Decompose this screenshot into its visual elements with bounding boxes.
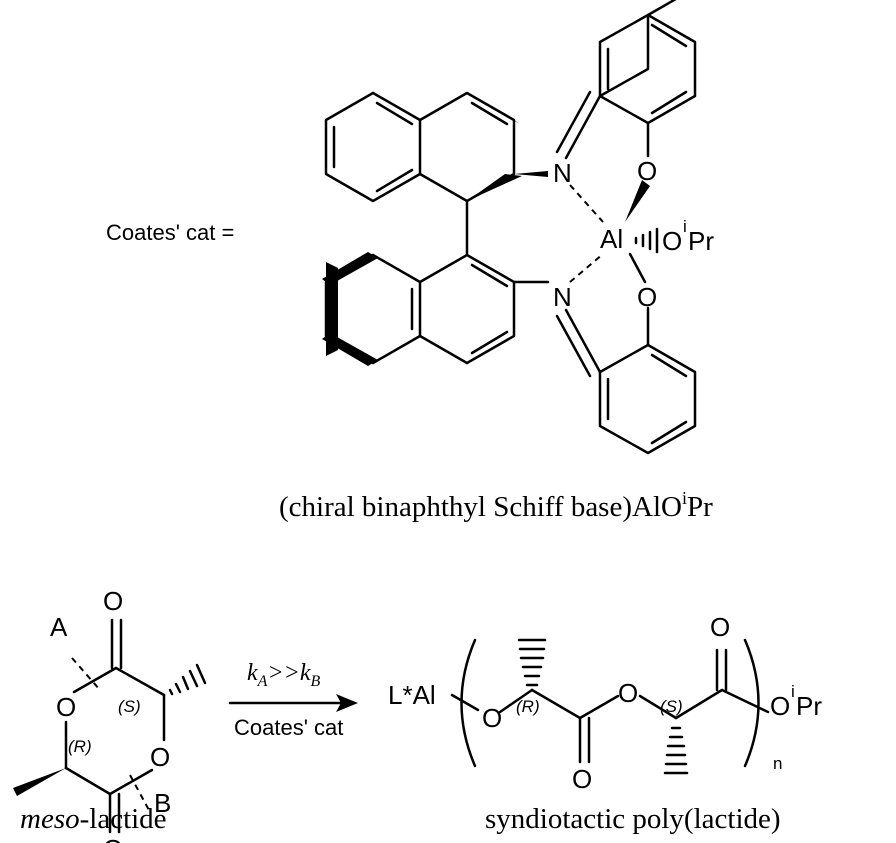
repeat-n: n <box>773 754 782 773</box>
polymer-end-o: O <box>770 691 790 721</box>
aluminium-atom: Al <box>600 224 623 254</box>
catalyst-label: Coates' cat = <box>106 220 234 245</box>
isopropoxide-sup: i <box>683 217 687 236</box>
lower-phenol <box>598 306 697 455</box>
al-oipr-hash <box>634 227 659 254</box>
polymer-s-label: (S) <box>660 697 683 716</box>
upper-phenol <box>598 0 697 158</box>
lower-imine-n: N <box>553 282 572 312</box>
polymer-carbonyl-o-2: O <box>710 612 730 642</box>
lactide-r-label: (R) <box>68 737 92 756</box>
upper-imine-n: N <box>553 158 572 188</box>
polymer-lal: L*Al <box>388 680 436 710</box>
polymer-carbonyl-o-1: O <box>572 764 592 794</box>
polymer-caption: syndiotactic poly(lactide) <box>485 803 781 835</box>
polymer-end-sup: i <box>791 682 795 701</box>
isopropoxide-pr: Pr <box>688 226 714 256</box>
lower-naphthalene <box>322 252 516 366</box>
n-al-dative-upper <box>569 184 604 223</box>
al-o-wedge <box>625 180 650 222</box>
site-a-label: A <box>50 612 68 642</box>
polymer-end-pr: Pr <box>796 691 822 721</box>
polymer-o-1: O <box>482 703 502 733</box>
lactide-s-label: (S) <box>118 697 141 716</box>
polymer-r-label: (R) <box>516 697 540 716</box>
meso-lactide-caption: meso-lactide <box>20 803 167 835</box>
ring-o-right: O <box>150 742 170 772</box>
meso-lactide: O A O O (S) (R) O B <box>13 586 207 843</box>
lactide-carbonyl-o-top: O <box>103 586 123 616</box>
reaction-arrow: kA>>kB Coates' cat <box>228 660 358 740</box>
isopropoxide-o: O <box>662 226 682 256</box>
polymer-o-2: O <box>618 678 638 708</box>
catalyst-caption: (chiral binaphthyl Schiff base)AlOiPr <box>279 488 713 523</box>
rate-condition: kA>>kB <box>247 660 320 690</box>
n-al-dative-lower <box>569 253 604 283</box>
ring-o-left: O <box>56 692 76 722</box>
site-b-label: B <box>154 788 171 818</box>
lactide-carbonyl-o-bottom: O <box>103 834 123 843</box>
upper-phenoxide-o: O <box>637 156 657 186</box>
upper-naphthalene <box>324 90 548 203</box>
lower-phenoxide-o: O <box>637 282 657 312</box>
arrow-catalyst-label: Coates' cat <box>234 715 343 740</box>
syndiotactic-polymer: L*Al O (R) O O (S) <box>388 612 822 794</box>
